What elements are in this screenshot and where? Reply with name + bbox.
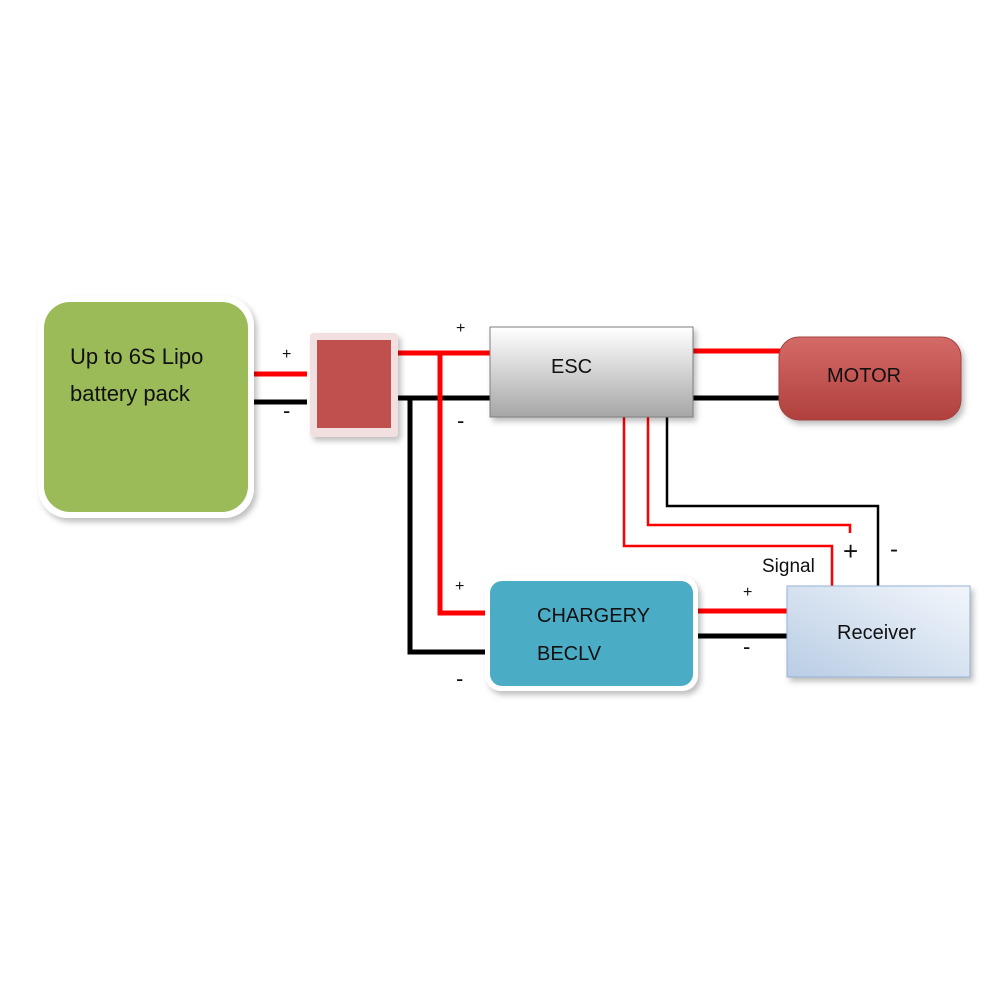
motor-label: MOTOR xyxy=(827,365,901,387)
esc-rx-minus-sign: - xyxy=(890,536,898,563)
signal-wires xyxy=(622,417,880,588)
annotations: + - + - + - + - + - Signal xyxy=(282,320,898,691)
battery-label-line1: Up to 6S Lipo xyxy=(70,344,203,369)
signal-label: Signal xyxy=(762,556,815,577)
battery-minus-sign: - xyxy=(283,398,290,423)
bec-negative-wire xyxy=(407,398,490,655)
receiver-box: Receiver xyxy=(786,585,971,678)
esc-box: ESC xyxy=(489,326,694,418)
bec-plus-sign: + xyxy=(455,578,464,595)
battery-label-line2: battery pack xyxy=(70,381,191,406)
receiver-label: Receiver xyxy=(837,622,916,644)
esc-rx-negative-wire xyxy=(665,417,880,588)
esc-rx-plus-sign: + xyxy=(843,536,858,566)
esc-plus-sign: + xyxy=(456,320,465,337)
bec-box: CHARGERY BECLV xyxy=(485,576,698,691)
battery-plus-sign: + xyxy=(282,346,291,363)
rx-minus-sign: - xyxy=(743,634,750,659)
power-wires xyxy=(247,348,787,655)
rx-plus-sign: + xyxy=(743,584,752,601)
connector-block xyxy=(310,333,398,437)
bec-label-line2: BECLV xyxy=(537,643,602,665)
bec-minus-sign: - xyxy=(456,666,463,691)
bec-positive-wire xyxy=(437,353,490,616)
motor-box: MOTOR xyxy=(778,336,962,421)
esc-label: ESC xyxy=(551,356,592,378)
bec-label-line1: CHARGERY xyxy=(537,605,650,627)
battery-pack: Up to 6S Lipo battery pack xyxy=(38,296,254,518)
esc-rx-positive-wire xyxy=(646,417,852,533)
esc-minus-sign: - xyxy=(457,408,464,433)
esc-rx-signal-wire xyxy=(622,417,834,588)
